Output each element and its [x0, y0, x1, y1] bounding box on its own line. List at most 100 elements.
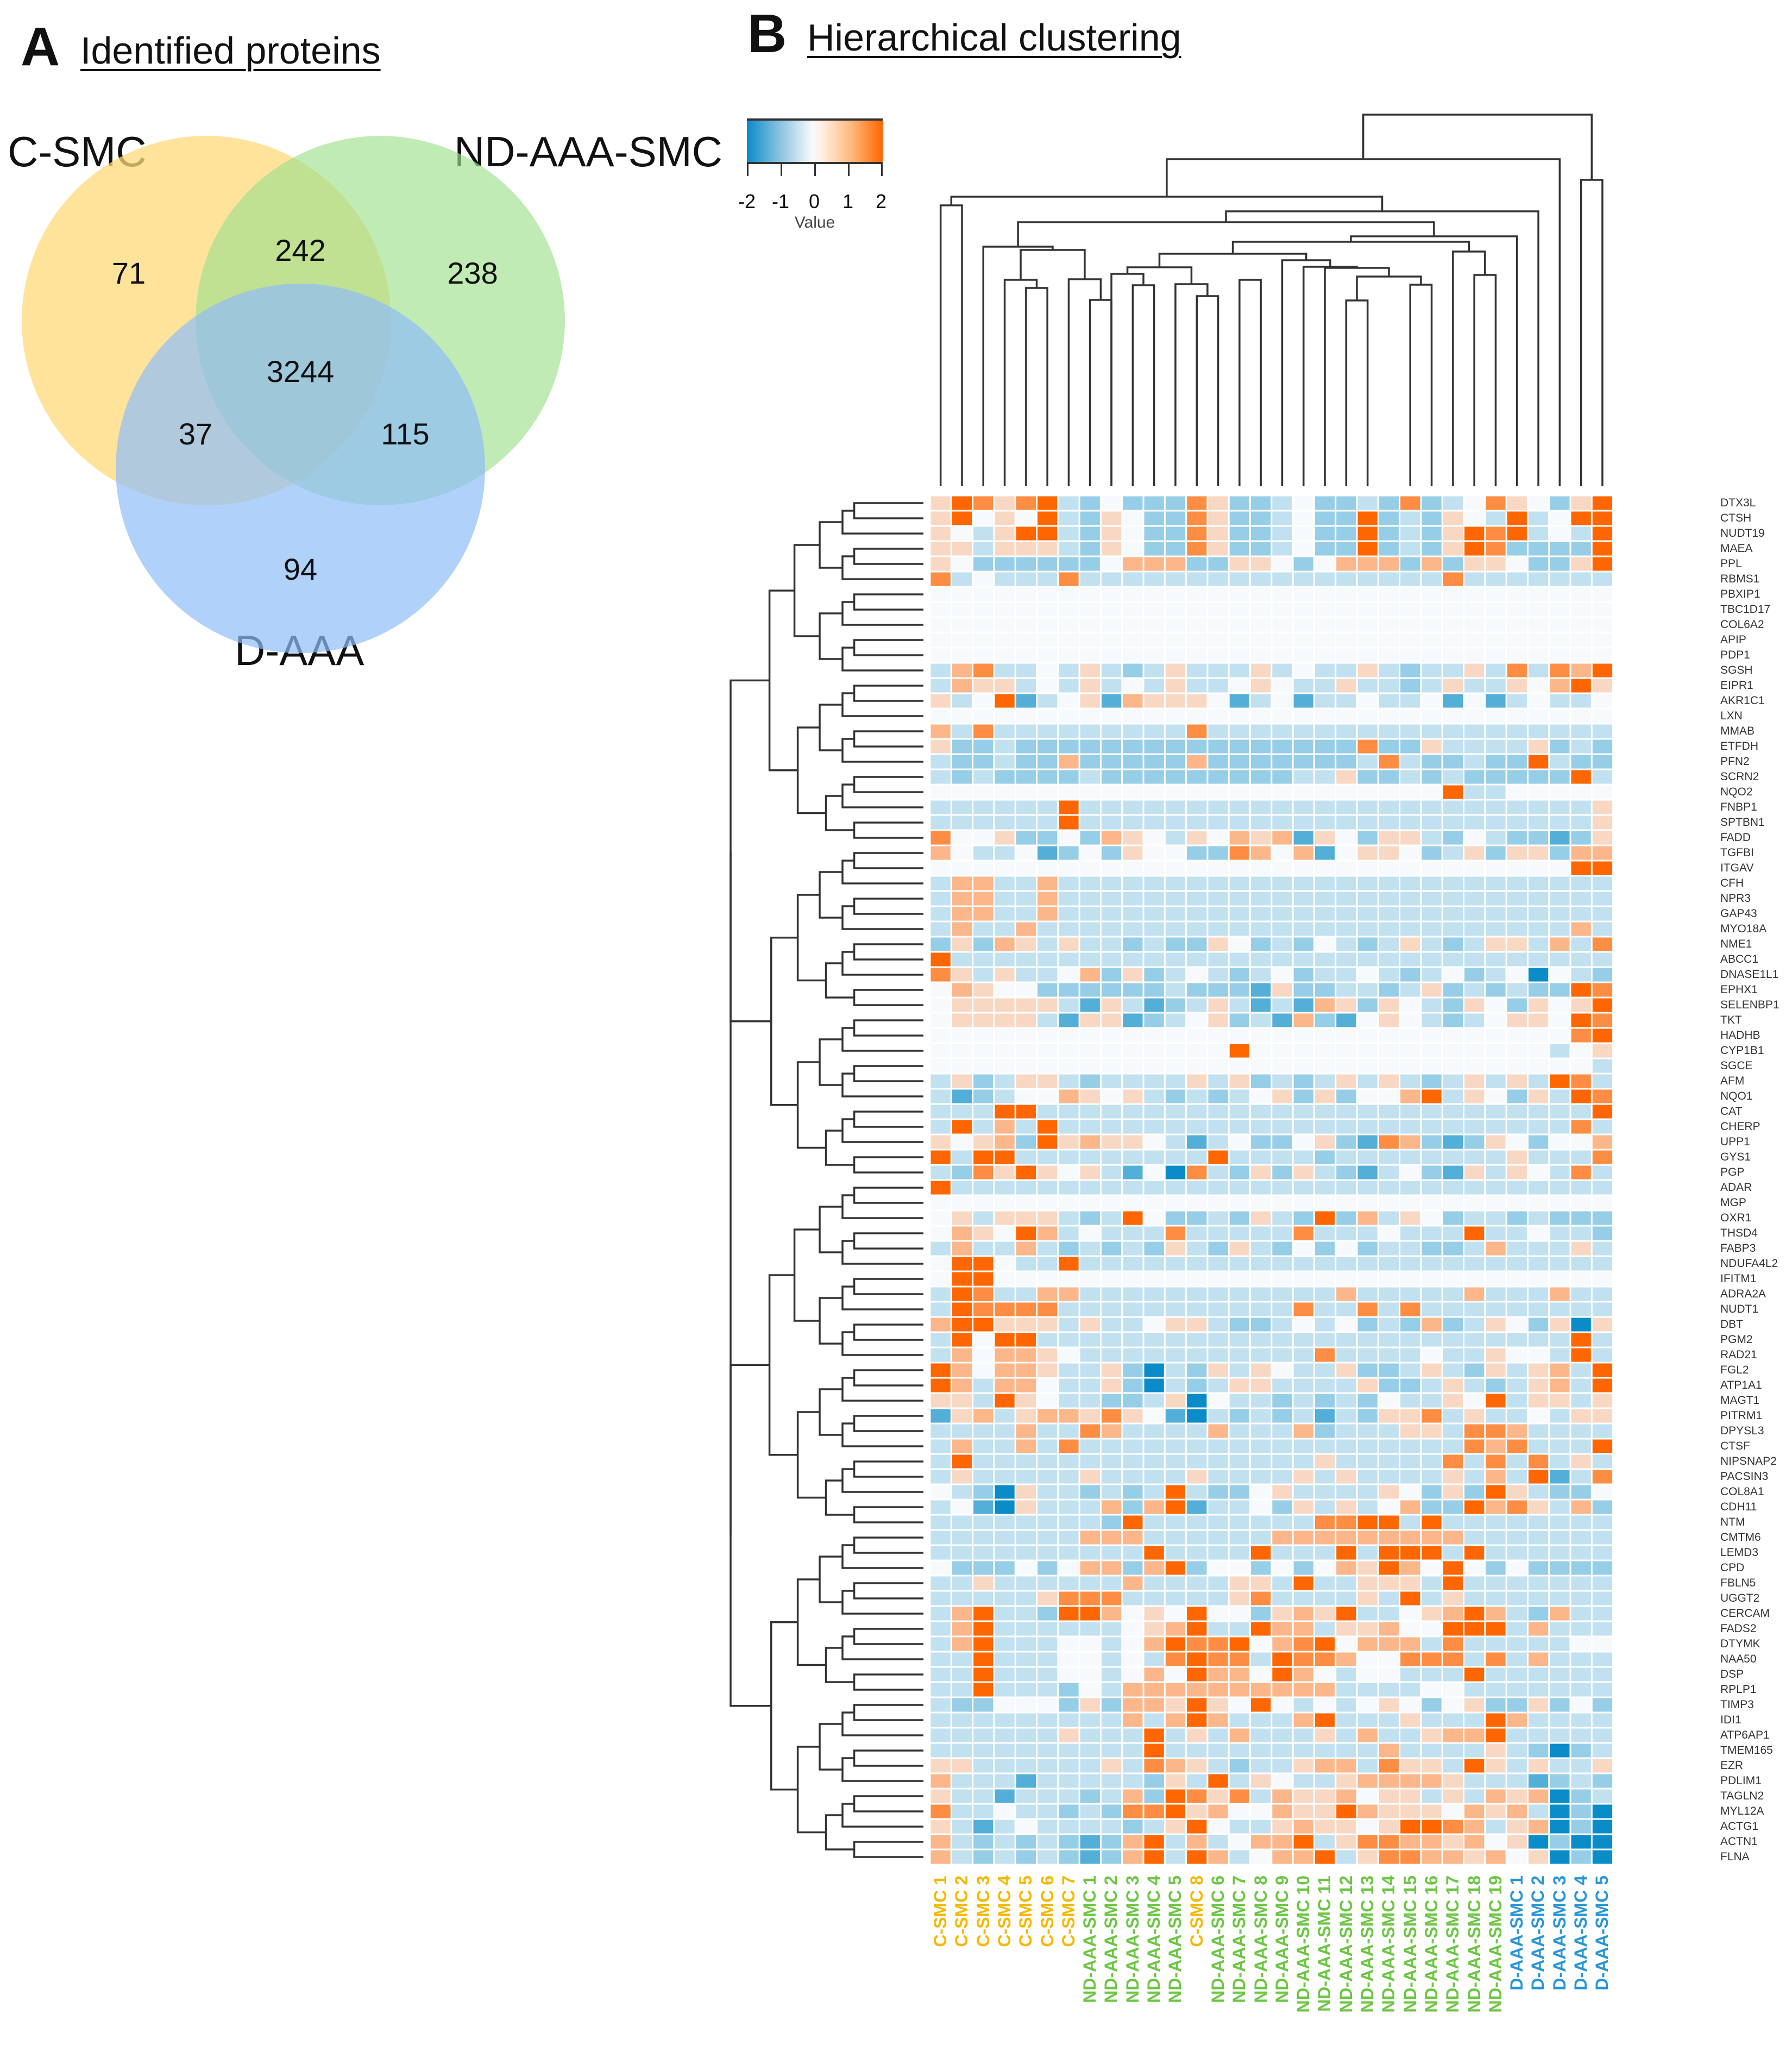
row-label-gene: CPD [1720, 1561, 1745, 1574]
heatmap-cell [1357, 983, 1378, 997]
heatmap-cell [1571, 785, 1591, 799]
heatmap-cell [1400, 1424, 1420, 1438]
heatmap-cell [1144, 1302, 1164, 1316]
heatmap-cell [1187, 1302, 1207, 1316]
heatmap-cell [1443, 1241, 1463, 1256]
heatmap-cell [1123, 496, 1143, 510]
heatmap-cell [1379, 1728, 1399, 1742]
heatmap-cell [1123, 1774, 1143, 1788]
heatmap-cell [1272, 1622, 1292, 1636]
heatmap-cell [1507, 1454, 1527, 1469]
heatmap-cell [1550, 1333, 1570, 1347]
heatmap-cell [1592, 1181, 1613, 1195]
heatmap-cell [1336, 1089, 1356, 1103]
heatmap-cell [1507, 816, 1527, 830]
heatmap-cell [1293, 1363, 1313, 1377]
heatmap-cell [1272, 1424, 1292, 1438]
heatmap-cell [1016, 1470, 1036, 1484]
heatmap-cell [1464, 557, 1485, 571]
column-label-sample: ND-AAA-SMC 3 [1122, 1876, 1142, 2003]
heatmap-cell [1293, 1424, 1313, 1438]
heatmap-cell [1315, 511, 1335, 525]
heatmap-cell [1165, 1667, 1186, 1682]
heatmap-cell [1272, 679, 1292, 693]
heatmap-cell [1016, 831, 1036, 845]
heatmap-cell [1101, 1454, 1122, 1469]
venn-count-all-three: 3244 [267, 354, 335, 388]
heatmap-cell [1208, 739, 1228, 754]
heatmap-cell [1165, 1774, 1186, 1788]
heatmap-cell [1486, 511, 1506, 525]
heatmap-cell [1187, 1576, 1207, 1590]
heatmap-cell [1080, 983, 1100, 997]
heatmap-cell [1187, 1059, 1207, 1073]
heatmap-cell [1059, 1774, 1079, 1788]
heatmap-cell [1208, 1850, 1228, 1864]
heatmap-cell [1528, 1500, 1549, 1514]
heatmap-cell [1550, 831, 1570, 845]
heatmap-cell [1080, 1546, 1100, 1560]
heatmap-cell [1571, 1637, 1591, 1651]
heatmap-cell [1422, 1074, 1442, 1088]
heatmap-cell [1400, 816, 1420, 830]
heatmap-cell [1080, 785, 1100, 799]
heatmap-cell [1464, 1333, 1485, 1347]
heatmap-cell [1528, 1424, 1549, 1438]
heatmap-cell [1379, 1683, 1399, 1697]
heatmap-cell [1443, 1698, 1463, 1712]
heatmap-cell [1144, 1363, 1164, 1377]
heatmap-cell [1016, 1652, 1036, 1666]
heatmap-cell [1293, 1546, 1313, 1560]
heatmap-cell [1016, 785, 1036, 799]
heatmap-cell [1251, 998, 1271, 1012]
row-label-gene: DSP [1720, 1668, 1744, 1680]
heatmap-cell [1507, 907, 1527, 921]
heatmap-cell [1229, 1257, 1249, 1271]
heatmap-cell [1165, 1698, 1186, 1712]
heatmap-cell [1422, 648, 1442, 662]
heatmap-cell [1443, 1728, 1463, 1742]
heatmap-cell [1144, 1378, 1164, 1393]
heatmap-cell [1486, 1013, 1506, 1027]
heatmap-cell [952, 496, 972, 510]
heatmap-cell [1272, 1089, 1292, 1103]
heatmap-cell [1101, 876, 1122, 890]
heatmap-cell [1016, 1546, 1036, 1560]
heatmap-cell [1101, 1044, 1122, 1058]
heatmap-cell [1293, 1241, 1313, 1256]
heatmap-cell [1336, 1531, 1356, 1545]
heatmap-cell [995, 663, 1015, 678]
heatmap-cell [1486, 1241, 1506, 1256]
color-key-tick-label: 1 [842, 190, 854, 212]
heatmap-cell [1101, 1394, 1122, 1408]
heatmap-cell [1123, 648, 1143, 662]
heatmap-cell [1400, 542, 1420, 556]
heatmap-cell [1101, 1637, 1122, 1651]
heatmap-cell [1486, 968, 1506, 982]
heatmap-cell [1229, 1561, 1249, 1575]
row-label-gene: TBC1D17 [1720, 603, 1771, 616]
heatmap-cell [1293, 831, 1313, 845]
heatmap-cell [1550, 755, 1570, 769]
heatmap-cell [1059, 1196, 1079, 1210]
heatmap-cell [952, 1576, 972, 1590]
heatmap-cell [1251, 1135, 1271, 1149]
heatmap-cell [1016, 1454, 1036, 1469]
heatmap-cell [1336, 1409, 1356, 1423]
heatmap-cell [973, 1105, 994, 1119]
heatmap-cell [1187, 937, 1207, 951]
heatmap-cell [1016, 1713, 1036, 1727]
heatmap-cell [1080, 1728, 1100, 1742]
heatmap-cell [1187, 907, 1207, 921]
heatmap-cell [1571, 1181, 1591, 1195]
heatmap-cell [1336, 1667, 1356, 1682]
heatmap-cell [1293, 1698, 1313, 1712]
heatmap-cell [952, 892, 972, 906]
heatmap-cell [1229, 633, 1249, 647]
heatmap-cell [1315, 1576, 1335, 1590]
heatmap-cell [1038, 1044, 1058, 1058]
heatmap-cell [995, 1059, 1015, 1073]
color-key-title: Value [794, 214, 835, 231]
heatmap-cell [1571, 618, 1591, 632]
heatmap-cell [1379, 1470, 1399, 1484]
